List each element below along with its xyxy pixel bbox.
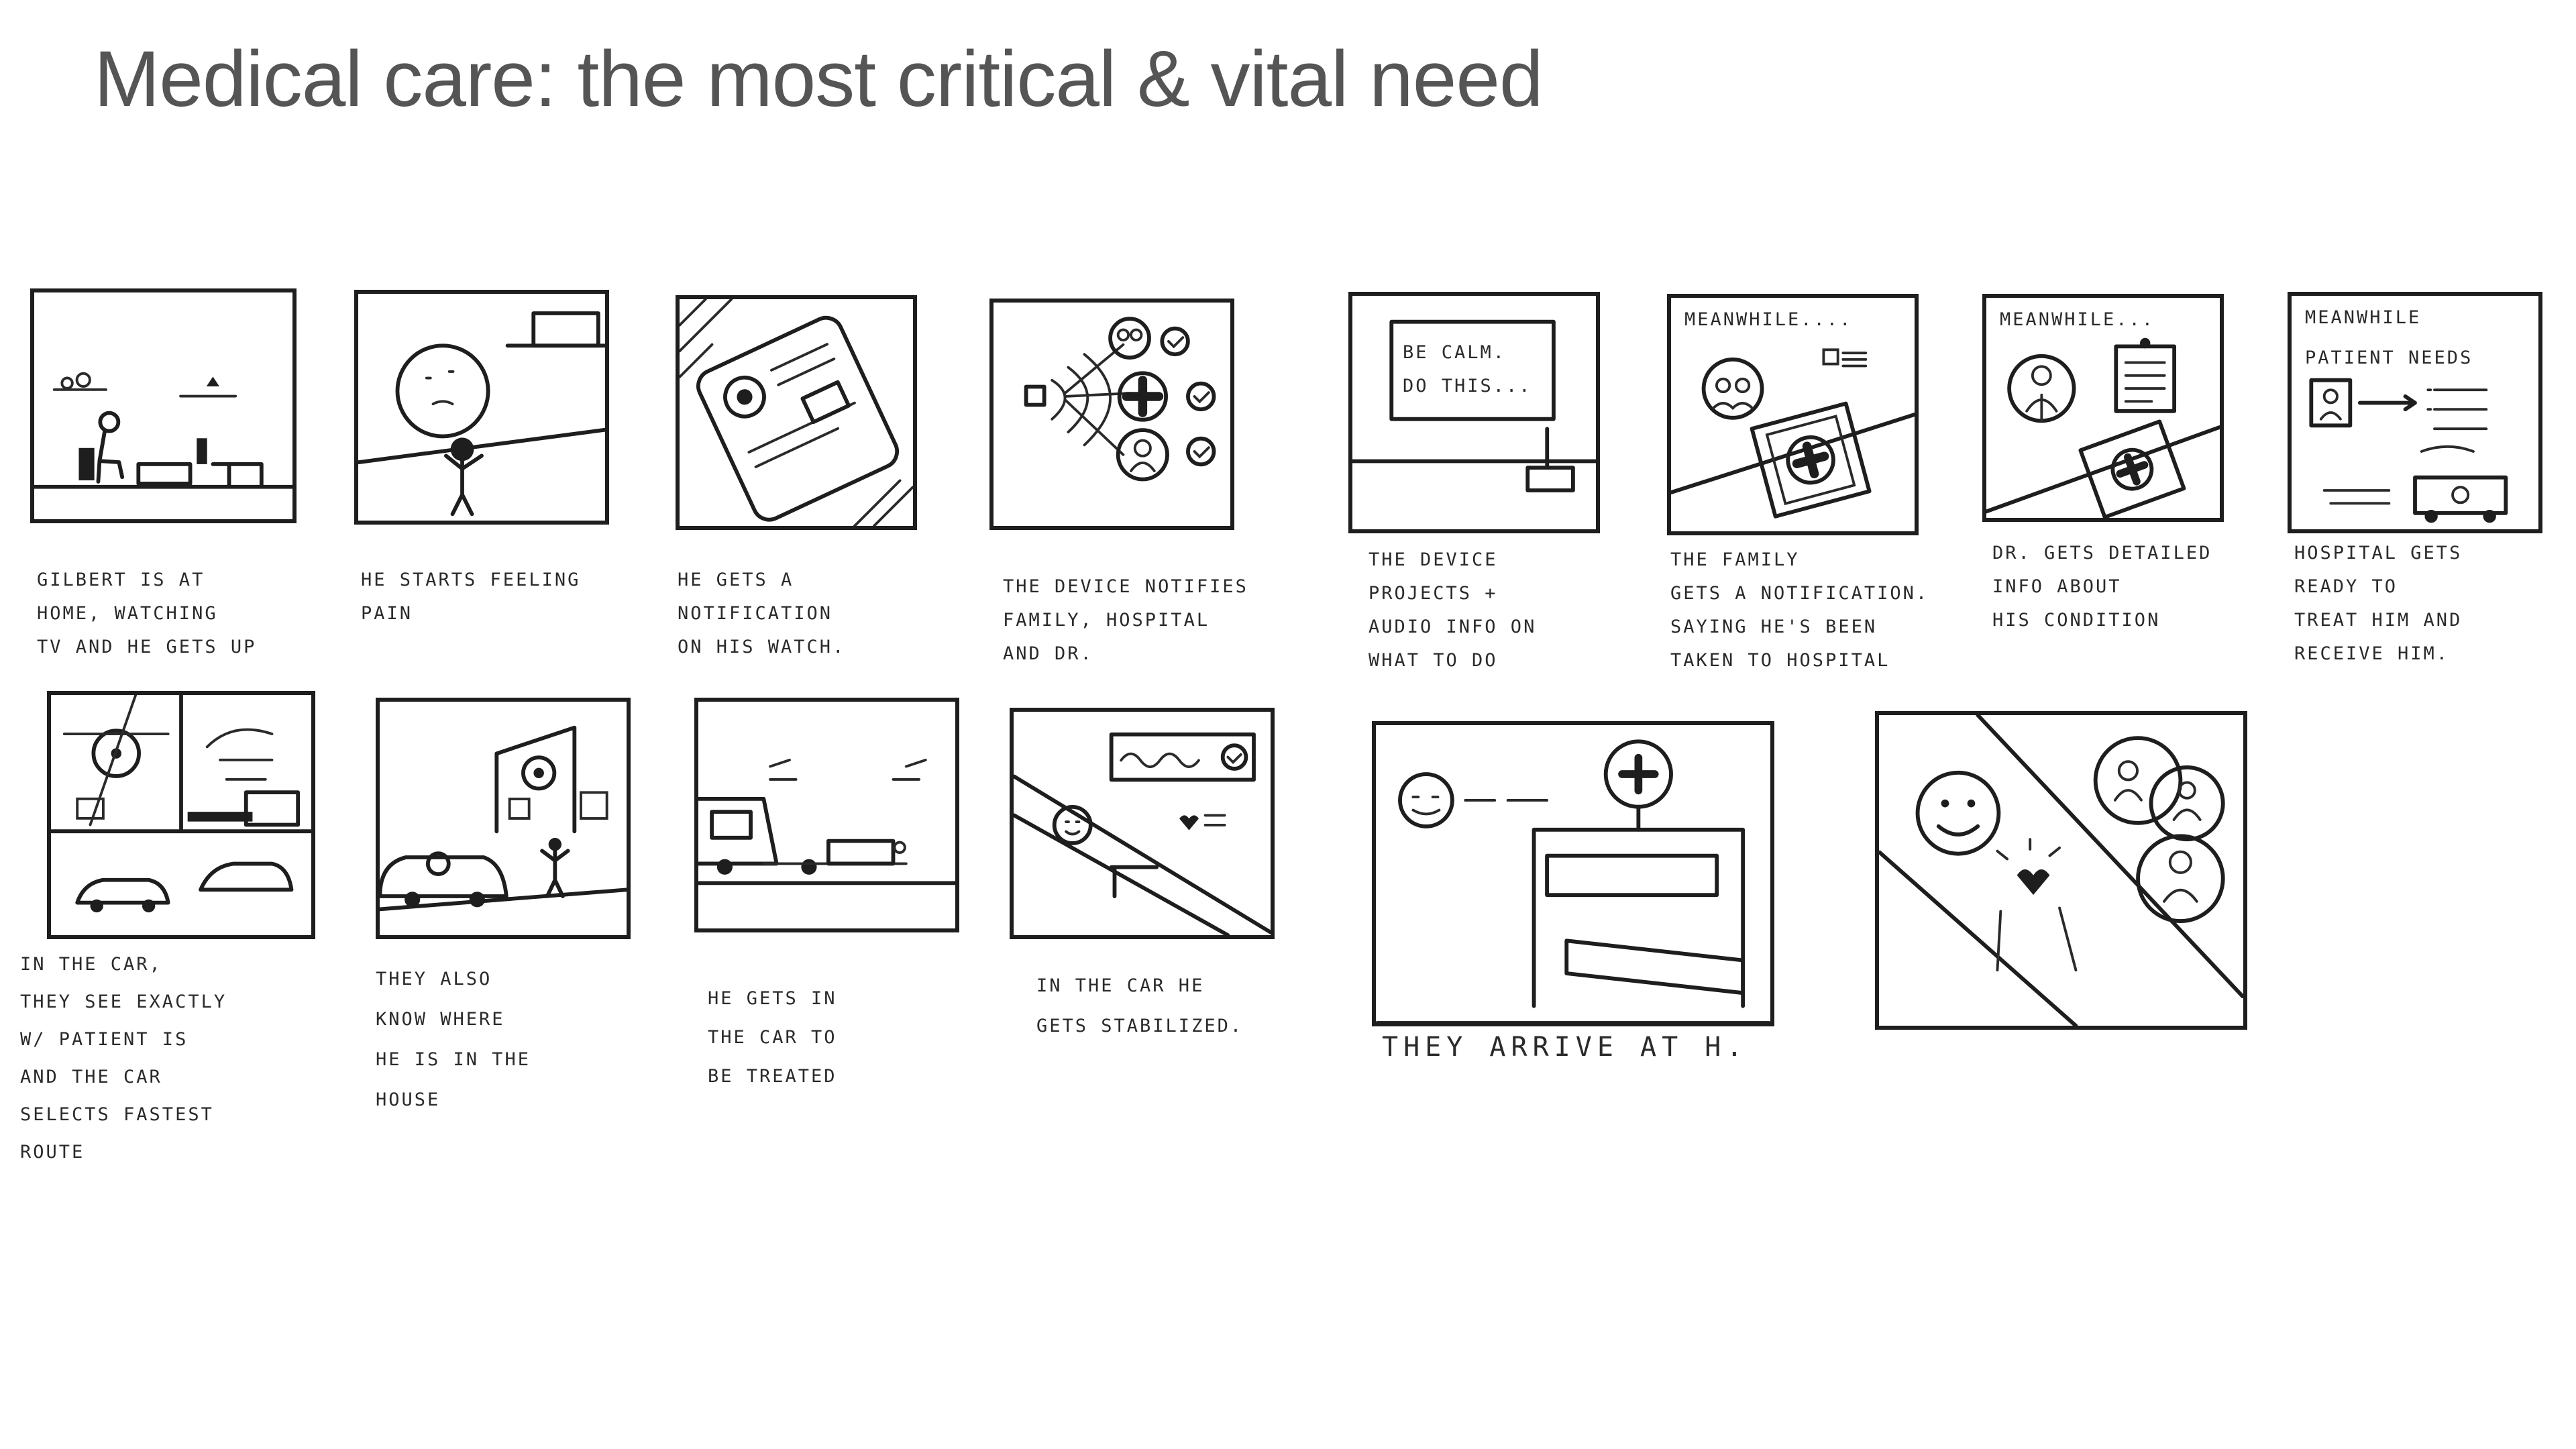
- panel-10-caption: They also know where he is in the house: [376, 969, 531, 1110]
- storyboard-panel-9: [47, 691, 315, 939]
- patient-needs-note: PATIENT NEEDS: [2305, 347, 2473, 368]
- hospital-ready-sketch: [2309, 378, 2508, 523]
- panel-12-caption: In the car he gets stabilized.: [1036, 975, 1244, 1036]
- storyboard-panel-8: MEANWHILE PATIENT NEEDS: [2288, 292, 2542, 533]
- panel-6-header: MEANWHILE....: [1684, 309, 1853, 330]
- panel-3-caption: He gets a notification on his watch.: [678, 570, 846, 657]
- storyboard-panel-6: MEANWHILE....: [1667, 294, 1919, 535]
- storyboard-panel-7: MEANWHILE...: [1982, 294, 2224, 522]
- storyboard-panel-2: [354, 290, 609, 525]
- home-tv-sketch: [34, 372, 292, 489]
- storyboard-panel-5: BE CALM. DO THIS...: [1348, 292, 1600, 533]
- panel-8-caption: Hospital gets ready to treat him and rec…: [2294, 543, 2463, 664]
- panel-1-caption: Gilbert is at home, watching TV and he g…: [37, 570, 257, 657]
- panel-4-caption: The device notifies family, hospital and…: [1003, 576, 1248, 664]
- storyboard-panel-12: [1010, 708, 1275, 939]
- panel-11-caption: He gets in the car to be treated: [708, 988, 837, 1087]
- device-notify-sketch: [1024, 317, 1216, 482]
- panel-8-header: MEANWHILE: [2305, 307, 2422, 328]
- panel-6-caption: The family gets a notification. Saying h…: [1670, 549, 1929, 671]
- pain-sketch: [358, 311, 605, 517]
- ambulance-entry-sketch: [698, 758, 955, 885]
- storyboard-panel-14: [1875, 711, 2247, 1030]
- watch-notification-sketch: [680, 299, 913, 526]
- arrival-sketch: [1376, 739, 1770, 1022]
- storyboard-panel-3: [676, 295, 917, 530]
- slide-title: Medical care: the most critical & vital …: [94, 35, 1544, 123]
- storyboard-panel-1: [30, 288, 297, 523]
- panel-7-caption: Dr. gets detailed info about his conditi…: [1992, 543, 2212, 631]
- doctor-info-sketch: [1986, 337, 2220, 518]
- house-location-sketch: [380, 725, 627, 912]
- panel-2-caption: He starts feeling pain: [361, 570, 581, 624]
- family-notification-sketch: [1671, 348, 1915, 519]
- projected-screen-text: BE CALM. DO THIS...: [1403, 342, 1532, 396]
- car-route-sketch: [51, 695, 311, 913]
- storyboard-panel-10: [376, 698, 631, 939]
- panel-13-caption: They arrive at h.: [1382, 1032, 1748, 1063]
- storyboard-panel-11: [694, 698, 959, 932]
- projection-sketch: [1352, 319, 1596, 492]
- panel-5-caption: The device projects + audio info on what…: [1368, 549, 1537, 671]
- panel-9-caption: In the car, they see exactly w/ patient …: [20, 954, 227, 1163]
- panel-7-header: MEANWHILE...: [2000, 309, 2155, 330]
- reunion-sketch: [1879, 715, 2243, 1026]
- storyboard-panel-13: [1372, 721, 1774, 1026]
- stabilized-sketch: [1014, 732, 1271, 935]
- storyboard-panel-4: [989, 299, 1234, 530]
